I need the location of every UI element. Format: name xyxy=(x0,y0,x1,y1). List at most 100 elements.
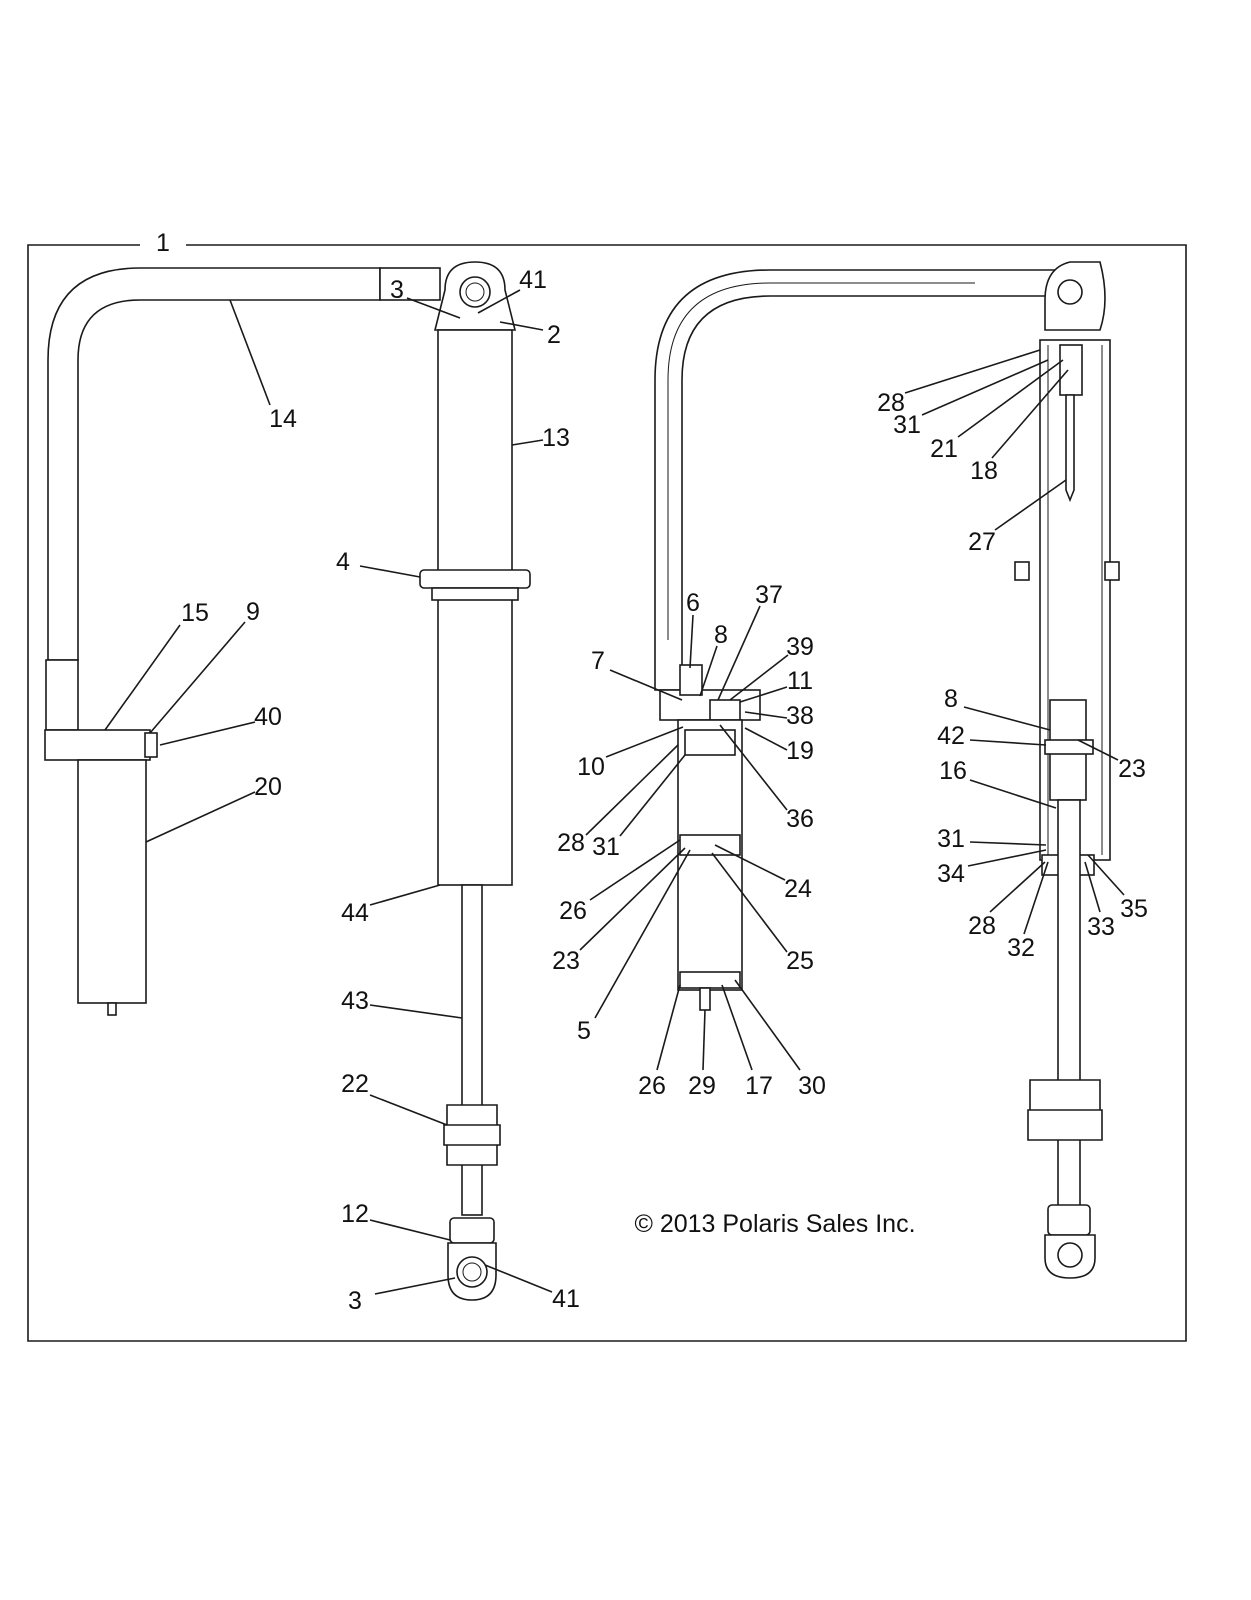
callout-27: 27 xyxy=(968,528,996,556)
leader-line xyxy=(963,706,1051,731)
hose-fitting xyxy=(379,267,441,301)
callout-22: 22 xyxy=(341,1070,369,1098)
callout-5: 5 xyxy=(577,1017,591,1045)
top-bushing-bore xyxy=(465,282,485,302)
leader-line xyxy=(369,1219,451,1241)
callout-9: 9 xyxy=(246,598,260,626)
callout-21: 21 xyxy=(930,435,958,463)
end-cap xyxy=(679,971,741,989)
shaft-cutaway xyxy=(1057,799,1081,1231)
top-bushing xyxy=(459,276,491,308)
leader-line xyxy=(1087,854,1125,896)
callout-43: 43 xyxy=(341,987,369,1015)
callout-32: 32 xyxy=(1007,934,1035,962)
callout-42: 42 xyxy=(937,722,965,750)
leader-line xyxy=(589,839,681,901)
leader-line xyxy=(585,744,679,836)
leader-line xyxy=(967,849,1047,867)
callout-12: 12 xyxy=(341,1200,369,1228)
reservoir-hose xyxy=(47,267,381,661)
callout-39: 39 xyxy=(786,633,814,661)
callout-20: 20 xyxy=(254,773,282,801)
hose-end-fitting xyxy=(45,659,79,731)
leader-line xyxy=(579,847,686,951)
callout-29: 29 xyxy=(688,1072,716,1100)
leader-line xyxy=(1084,861,1101,913)
leader-line xyxy=(511,439,544,446)
callout-36: 36 xyxy=(786,805,814,833)
leader-line xyxy=(656,984,681,1071)
spring-retainer-ring xyxy=(419,569,531,589)
bottom-clevis xyxy=(449,1217,495,1244)
callout-28: 28 xyxy=(557,829,585,857)
leader-line xyxy=(734,979,801,1071)
callout-15: 15 xyxy=(181,599,209,627)
leader-line xyxy=(159,721,256,746)
reservoir-valve xyxy=(144,732,158,758)
leader-line xyxy=(744,727,788,751)
leader-line xyxy=(369,1004,463,1019)
leader-line xyxy=(499,321,544,331)
leader-line xyxy=(739,686,788,703)
leader-line xyxy=(229,299,271,406)
callout-18: 18 xyxy=(970,457,998,485)
callout-24: 24 xyxy=(784,875,812,903)
clevis-cutaway xyxy=(1047,1204,1091,1236)
leader-line xyxy=(374,1277,456,1295)
leader-line xyxy=(359,565,421,578)
callout-26: 26 xyxy=(638,1072,666,1100)
leader-line xyxy=(721,984,753,1071)
callout-8: 8 xyxy=(714,621,728,649)
leader-line xyxy=(989,861,1046,913)
leader-line xyxy=(744,711,788,719)
callout-3: 3 xyxy=(348,1287,362,1315)
leader-line xyxy=(619,754,686,837)
top-eye-bore xyxy=(1057,279,1083,305)
callout-31: 31 xyxy=(937,825,965,853)
callout-16: 16 xyxy=(939,757,967,785)
leader-line xyxy=(699,645,718,697)
callout-44: 44 xyxy=(341,899,369,927)
shock-cutaway xyxy=(1014,261,1120,1279)
reservoir-head xyxy=(44,729,151,761)
leader-line xyxy=(994,479,1067,531)
shock-exterior-view xyxy=(44,261,531,1301)
callout-41: 41 xyxy=(552,1285,580,1313)
leader-line xyxy=(702,1009,706,1071)
callout-34: 34 xyxy=(937,860,965,888)
leader-line xyxy=(1023,861,1049,935)
callout-23: 23 xyxy=(552,947,580,975)
callout-26: 26 xyxy=(559,897,587,925)
callout-35: 35 xyxy=(1120,895,1148,923)
copyright-text: © 2013 Polaris Sales Inc. xyxy=(634,1210,915,1238)
hose-inner xyxy=(667,282,975,640)
ring-collar xyxy=(431,587,519,601)
leader-line xyxy=(921,359,1049,416)
shock-body xyxy=(437,329,513,886)
leader-line xyxy=(717,605,761,701)
callout-38: 38 xyxy=(786,702,814,730)
diagram-frame xyxy=(27,244,1187,1342)
leader-line xyxy=(594,849,691,1019)
bottom-bushing-bore xyxy=(462,1262,482,1282)
adjuster xyxy=(709,699,741,721)
needle xyxy=(1065,394,1075,503)
callout-17: 17 xyxy=(745,1072,773,1100)
callout-2: 2 xyxy=(547,321,561,349)
callout-28: 28 xyxy=(968,912,996,940)
leader-line xyxy=(145,791,256,843)
leader-line xyxy=(104,624,181,731)
leader-line xyxy=(904,349,1041,394)
leader-line xyxy=(729,654,789,701)
leader-line xyxy=(484,1264,553,1293)
leader-line xyxy=(991,369,1069,459)
leader-line xyxy=(609,669,683,701)
retainer-clip xyxy=(1014,561,1030,581)
valve-body xyxy=(679,664,703,696)
leader-line xyxy=(477,289,521,314)
callout-13: 13 xyxy=(542,424,570,452)
callout-30: 30 xyxy=(798,1072,826,1100)
callout-4: 4 xyxy=(336,548,350,576)
callout-19: 19 xyxy=(786,737,814,765)
callout-31: 31 xyxy=(893,411,921,439)
